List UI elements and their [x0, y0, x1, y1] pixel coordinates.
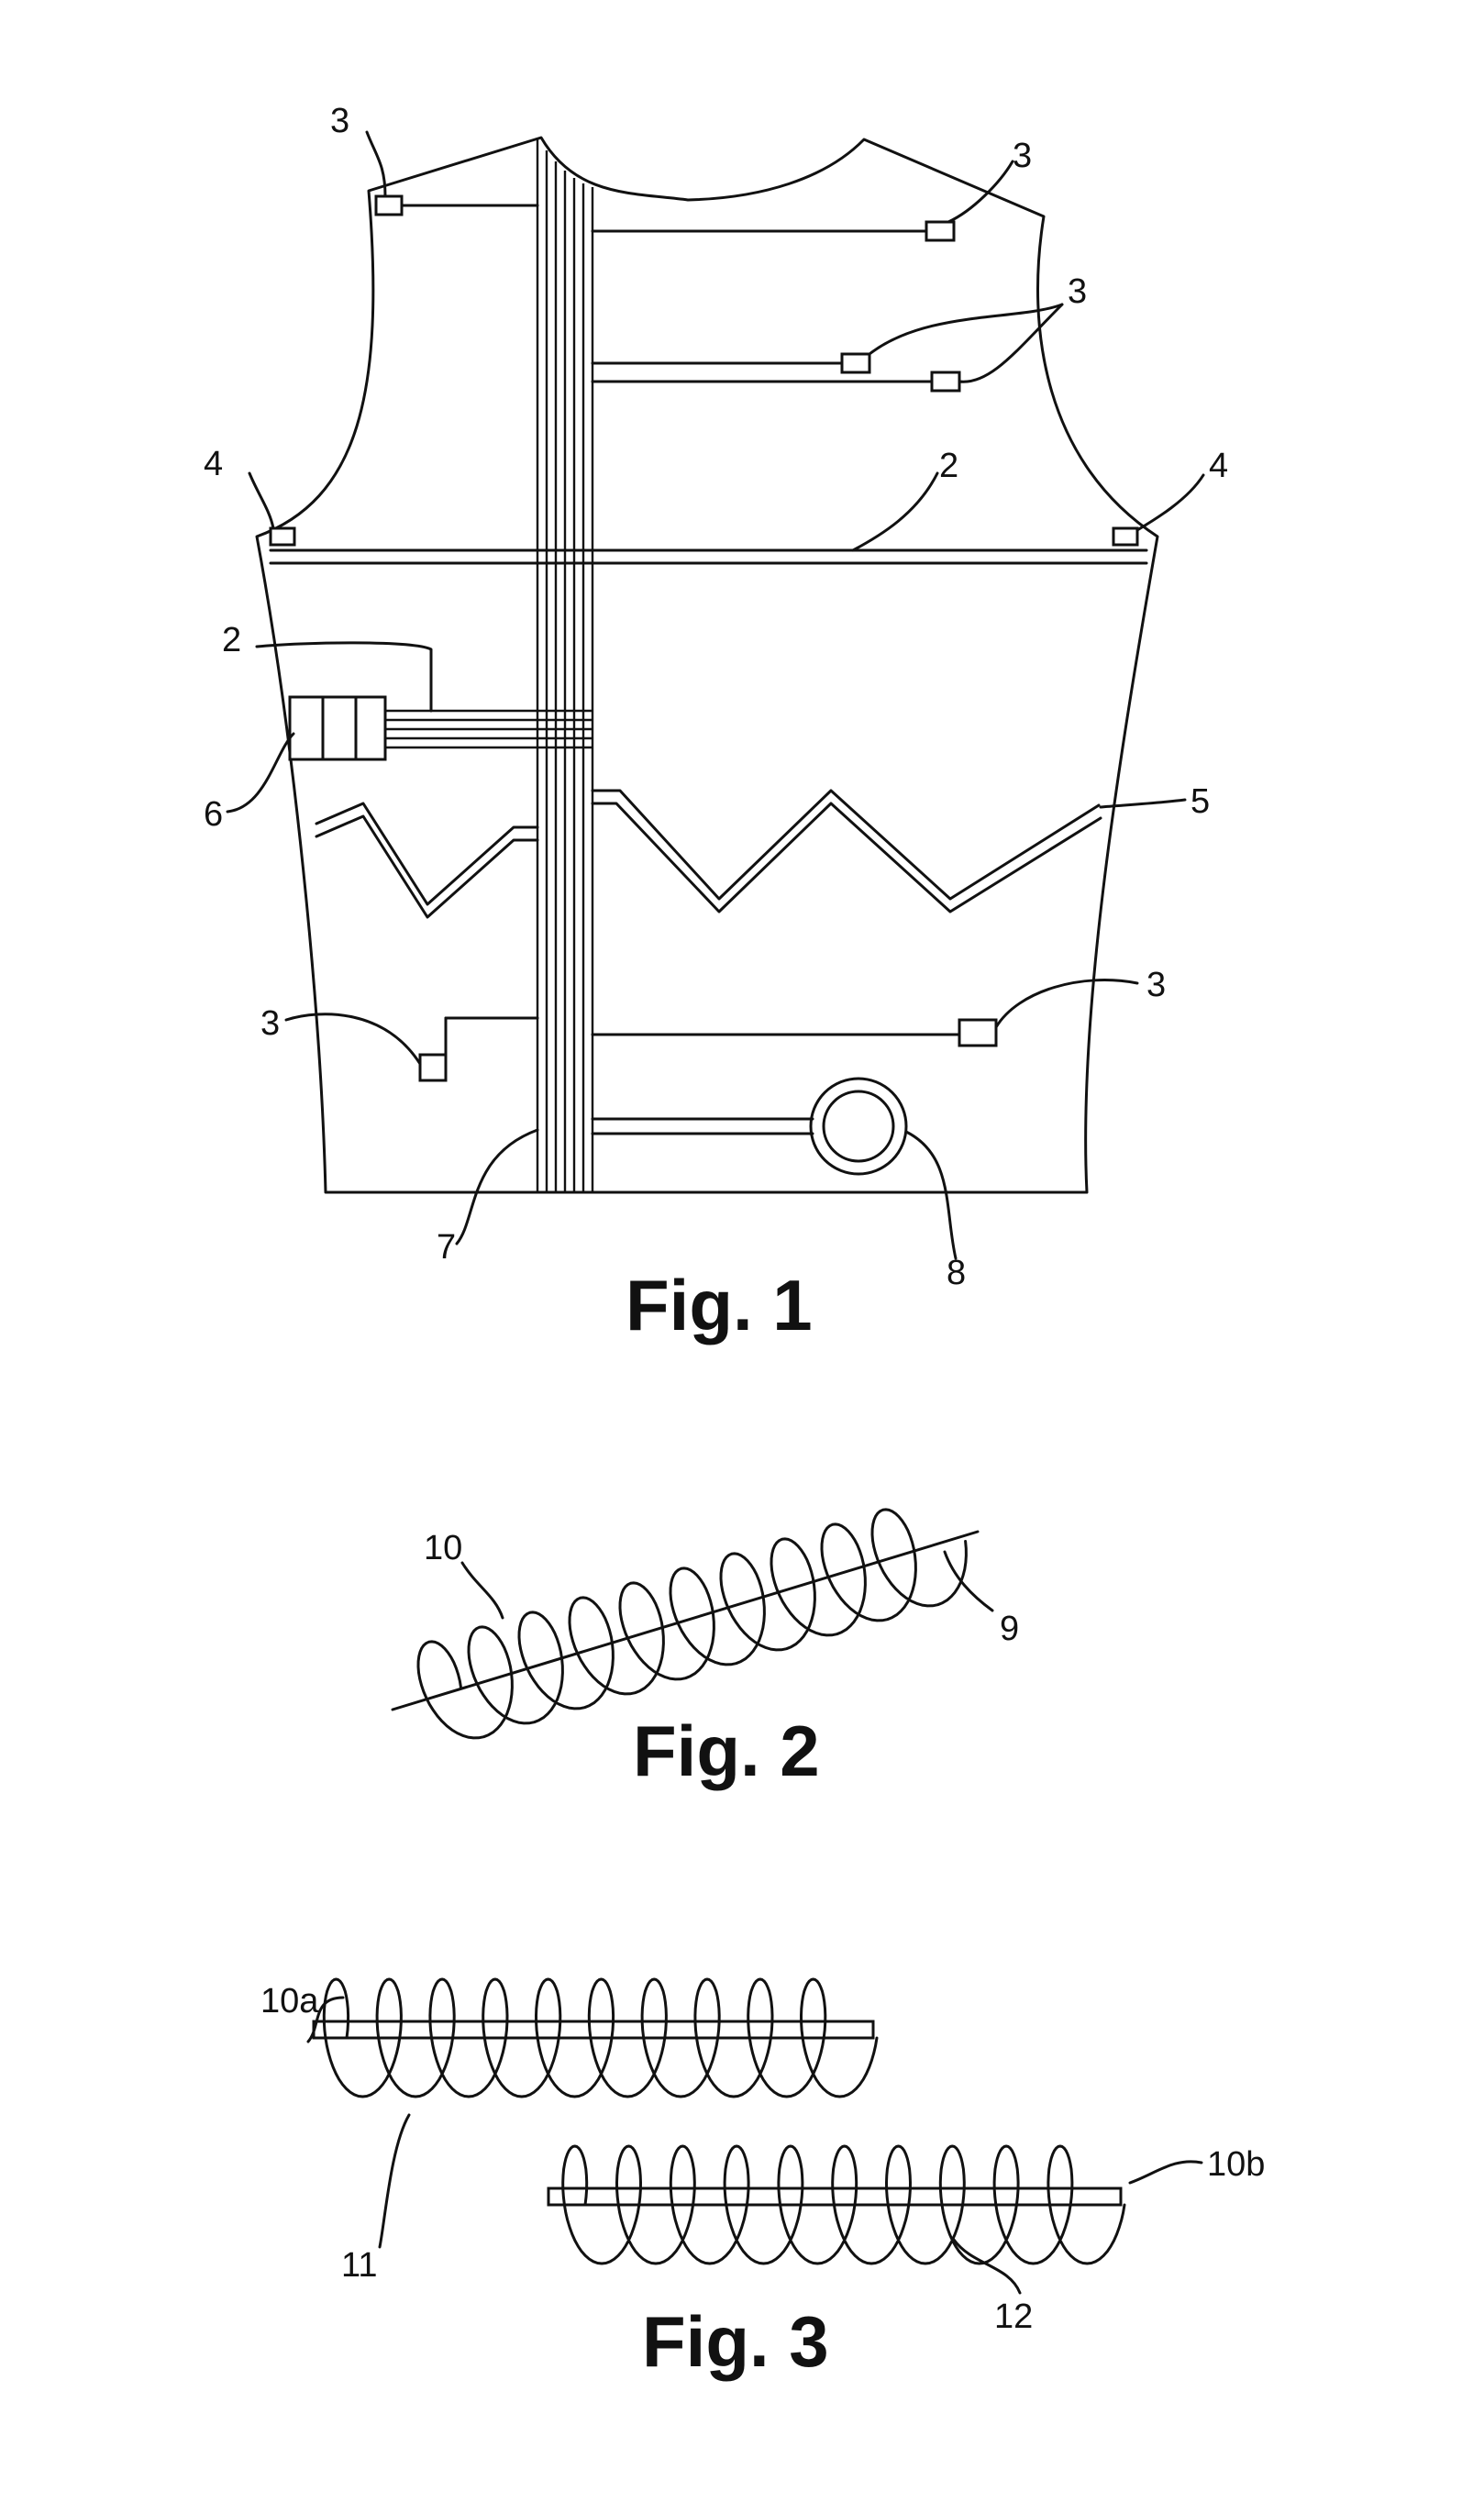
sensor-top-right: [926, 222, 954, 240]
label-sensor-tl: 3: [330, 102, 349, 140]
label-zigzag: 5: [1191, 782, 1210, 821]
caption-fig1: Fig. 1: [626, 1265, 813, 1345]
zigzag-element: [316, 791, 1101, 917]
sensor-top-left: [376, 196, 402, 215]
label-sensor-tr: 3: [1013, 137, 1032, 175]
sensor-middle-1: [842, 354, 869, 372]
label-coil-a: 10a: [260, 1982, 319, 2020]
connector-left: [271, 528, 294, 545]
strip-a: [314, 2021, 873, 2038]
label-loop-b: 12: [994, 2297, 1033, 2336]
label-unit: 6: [204, 795, 223, 834]
figure-2: 10 9 Fig. 2: [393, 1510, 1019, 1791]
sensor-wiring: [402, 205, 959, 1134]
helical-coil: [418, 1510, 966, 1738]
leader-10b: [1130, 2162, 1202, 2183]
connector-right: [1113, 528, 1137, 545]
vertical-wire-bundle: [537, 138, 592, 1192]
label-sensor-mid: 3: [1068, 272, 1087, 311]
label-band-top: 2: [939, 447, 958, 485]
label-coil-b: 10b: [1207, 2145, 1265, 2184]
label-core: 9: [1000, 1610, 1019, 1648]
power-unit: [290, 697, 385, 759]
label-coil: 10: [424, 1529, 462, 1567]
caption-fig2: Fig. 2: [633, 1710, 820, 1791]
label-sensor-br: 3: [1146, 966, 1166, 1004]
label-loop-a: 11: [341, 2246, 377, 2285]
branch-wires: [367, 711, 592, 747]
caption-fig3: Fig. 3: [642, 2301, 829, 2382]
leader-11: [380, 2115, 409, 2247]
figure-1: 3 3 3 4 4 2 2 6 5 3 3 7 8 Fig. 1: [204, 102, 1228, 1345]
label-bundle: 7: [437, 1228, 456, 1267]
figure-3: 10a 10b 11 12 Fig. 3: [260, 1979, 1265, 2382]
label-circle: 8: [947, 1254, 966, 1292]
sensor-bottom-right: [959, 1020, 996, 1046]
label-connector-l: 4: [204, 445, 223, 483]
label-band-left: 2: [222, 621, 241, 659]
circular-element: [811, 1079, 906, 1174]
leader-core-9: [945, 1552, 992, 1611]
leader-coil-10: [462, 1563, 503, 1618]
sensor-middle-2: [932, 372, 959, 391]
sensor-bottom-left: [420, 1055, 446, 1080]
core-wire: [393, 1532, 978, 1710]
label-connector-r: 4: [1209, 447, 1228, 485]
horizontal-band: [271, 550, 1146, 563]
label-sensor-bl: 3: [260, 1004, 280, 1043]
